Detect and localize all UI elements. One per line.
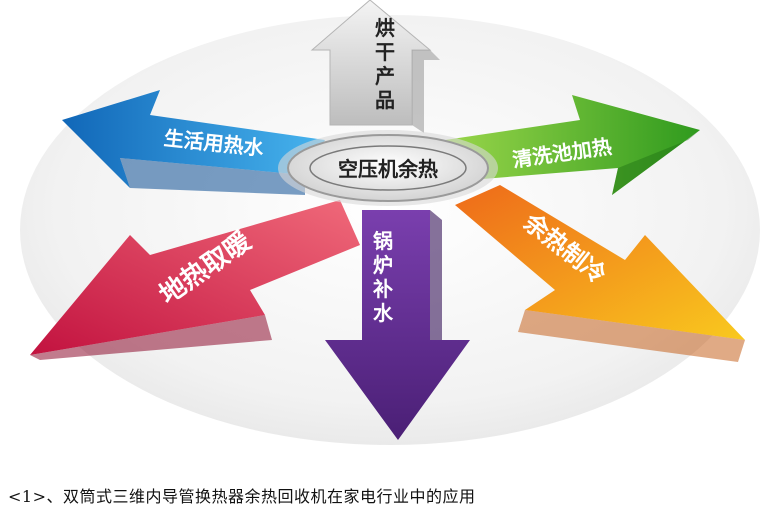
figure-caption: <1>、双筒式三维内导管换热器余热回收机在家电行业中的应用 <box>8 487 476 506</box>
arrow-lower-right <box>455 185 745 362</box>
center-hub: 空压机余热 <box>278 130 498 206</box>
arrow-down-label: 锅炉补水 <box>372 229 394 325</box>
arrow-upper-right <box>445 95 700 195</box>
arrow-up-label: 烘干产品 <box>375 16 395 112</box>
arrow-upper-left <box>62 90 325 195</box>
heat-recovery-diagram: 空压机余热 烘干产品 生活用热水 清洗池加热 地热取暖 锅炉补水 余热制冷 <box>20 0 760 445</box>
arrow-up <box>310 0 440 133</box>
arrow-lower-left <box>30 200 360 360</box>
center-label: 空压机余热 <box>338 157 438 181</box>
arrow-down <box>325 210 470 440</box>
